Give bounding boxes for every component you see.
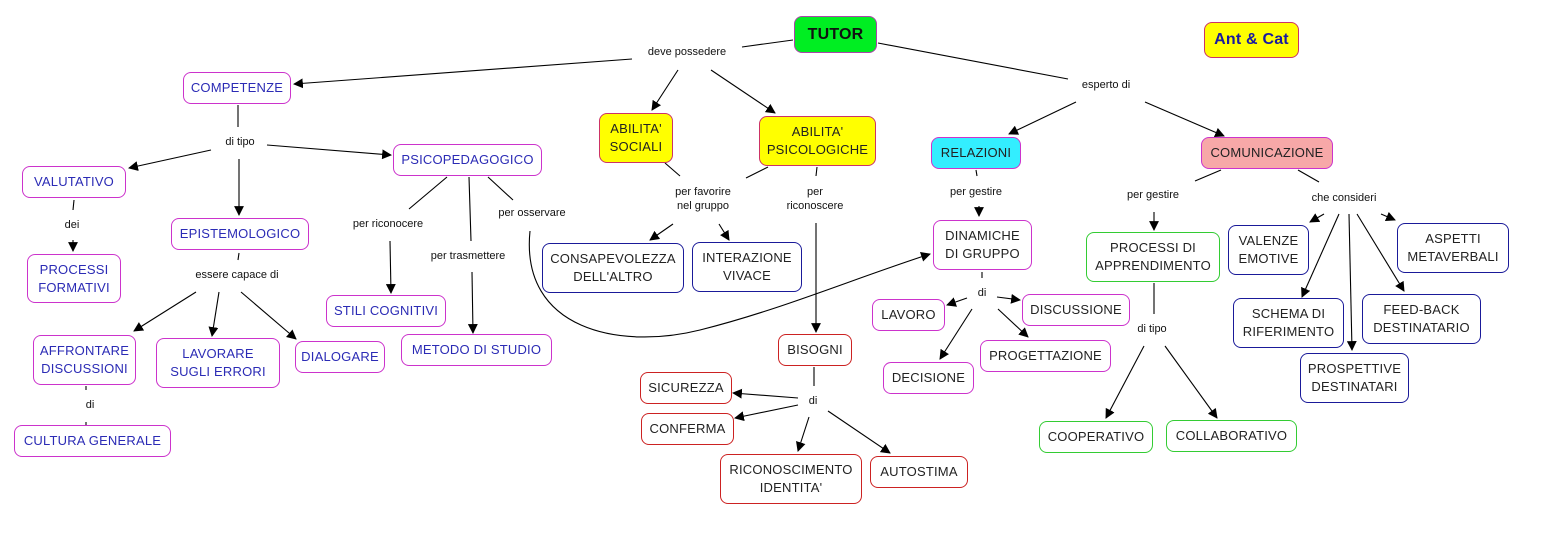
node-lavorare-sugli-errori[interactable]: LAVORARE SUGLI ERRORI <box>156 338 280 388</box>
connector-arrow <box>732 388 799 399</box>
connector-arrow <box>1346 213 1357 351</box>
node-riconoscimento-identita[interactable]: RICONOSCIMENTO IDENTITA' <box>720 454 862 504</box>
link-label-per-trasmettere: per trasmettere <box>430 249 506 263</box>
connector-arrow <box>939 308 973 360</box>
connector-line <box>487 176 514 201</box>
connector-arrow <box>997 308 1029 338</box>
link-label-deve-possedere: deve possedere <box>647 45 727 59</box>
node-epistemologico[interactable]: EPISTEMOLOGICO <box>171 218 309 250</box>
node-authors[interactable]: Ant & Cat <box>1204 22 1299 58</box>
connector-arrow <box>385 240 396 294</box>
node-valutativo[interactable]: VALUTATIVO <box>22 166 126 198</box>
node-aspetti-metaverbali[interactable]: ASPETTI METAVERBALI <box>1397 223 1509 273</box>
node-metodo-di-studio[interactable]: METODO DI STUDIO <box>401 334 552 366</box>
node-interazione-vivace[interactable]: INTERAZIONE VIVACE <box>692 242 802 292</box>
connector-line <box>664 162 681 177</box>
node-relazioni[interactable]: RELAZIONI <box>931 137 1021 169</box>
connector-line <box>877 42 1069 80</box>
connector-arrow <box>827 410 891 454</box>
node-psicopedagogico[interactable]: PSICOPEDAGOGICO <box>393 144 542 176</box>
link-label-di-tipo: di tipo <box>225 135 255 149</box>
link-label-per-gestire-comunicazione: per gestire <box>1127 188 1179 202</box>
connector-arrow <box>1356 213 1405 292</box>
link-label-di: di <box>85 398 95 412</box>
connector-arrow <box>734 404 799 422</box>
node-consapevolezza-altro[interactable]: CONSAPEVOLEZZA DELL'ALTRO <box>542 243 684 293</box>
link-label-per-riconocere: per riconocere <box>352 217 424 231</box>
link-label-dei: dei <box>64 218 80 232</box>
node-discussione[interactable]: DISCUSSIONE <box>1022 294 1130 326</box>
link-label-di-tipo-apprendimento: di tipo <box>1137 322 1167 336</box>
connector-curve <box>528 230 931 338</box>
node-processi-apprendimento[interactable]: PROCESSI DI APPRENDIMENTO <box>1086 232 1220 282</box>
node-schema-di-riferimento[interactable]: SCHEMA DI RIFERIMENTO <box>1233 298 1344 348</box>
connector-arrow <box>133 291 197 332</box>
node-conferma[interactable]: CONFERMA <box>641 413 734 445</box>
connector-line <box>745 166 769 179</box>
link-label-che-consideri: che consideri <box>1311 191 1377 205</box>
node-prospettive-destinatari[interactable]: PROSPETTIVE DESTINATARI <box>1300 353 1409 403</box>
link-label-essere-capace-di: essere capace di <box>195 268 279 282</box>
node-progettazione[interactable]: PROGETTAZIONE <box>980 340 1111 372</box>
link-label-per-riconoscere: per riconoscere <box>786 185 844 213</box>
connector-arrow <box>266 144 392 160</box>
node-lavoro[interactable]: LAVORO <box>872 299 945 331</box>
connector-line <box>72 199 75 211</box>
node-cooperativo[interactable]: COOPERATIVO <box>1039 421 1153 453</box>
connector-line <box>468 176 472 242</box>
node-affrontare-discussioni[interactable]: AFFRONTARE DISCUSSIONI <box>33 335 136 385</box>
connector-arrow <box>1309 213 1325 223</box>
node-collaborativo[interactable]: COLLABORATIVO <box>1166 420 1297 452</box>
node-dinamiche-di-gruppo[interactable]: DINAMICHE DI GRUPPO <box>933 220 1032 270</box>
link-label-di-dinamiche: di <box>977 286 987 300</box>
connector-arrow <box>240 291 297 340</box>
link-label-esperto-di: esperto di <box>1081 78 1131 92</box>
node-valenze-emotive[interactable]: VALENZE EMOTIVE <box>1228 225 1309 275</box>
node-decisione[interactable]: DECISIONE <box>883 362 974 394</box>
connector-line <box>1194 169 1222 182</box>
connector-arrow <box>128 149 212 171</box>
link-label-per-osservare: per osservare <box>498 206 566 220</box>
connector-arrow <box>467 271 478 334</box>
connector-arrow <box>996 293 1021 304</box>
link-label-per-favorire: per favorire nel gruppo <box>675 185 731 213</box>
connector-line <box>975 169 978 177</box>
node-dialogare[interactable]: DIALOGARE <box>295 341 385 373</box>
connector-arrow <box>1164 345 1218 419</box>
connector-line <box>408 176 448 210</box>
link-label-per-gestire-relazioni: per gestire <box>950 185 1002 199</box>
node-autostima[interactable]: AUTOSTIMA <box>870 456 968 488</box>
connector-arrow <box>710 69 776 114</box>
connector-arrow <box>649 223 674 241</box>
connector-arrow <box>718 223 730 241</box>
node-processi-formativi[interactable]: PROCESSI FORMATIVI <box>27 254 121 303</box>
connector-arrow <box>651 69 679 111</box>
connector-line <box>237 252 240 261</box>
node-tutor[interactable]: TUTOR <box>794 16 877 53</box>
link-label-di-bisogni: di <box>808 394 818 408</box>
node-abilita-psicologiche[interactable]: ABILITA' PSICOLOGICHE <box>759 116 876 166</box>
node-cultura-generale[interactable]: CULTURA GENERALE <box>14 425 171 457</box>
connector-arrow <box>1008 101 1077 135</box>
connector-arrow <box>796 416 810 452</box>
connector-line <box>815 166 818 177</box>
connector-line <box>741 39 794 48</box>
node-bisogni[interactable]: BISOGNI <box>778 334 852 366</box>
connector-arrow <box>1380 211 1396 222</box>
connector-arrow <box>293 58 633 89</box>
node-sicurezza[interactable]: SICUREZZA <box>640 372 732 404</box>
node-abilita-sociali[interactable]: ABILITA' SOCIALI <box>599 113 673 163</box>
connector-arrow <box>1144 101 1225 138</box>
node-feedback-destinatario[interactable]: FEED-BACK DESTINATARIO <box>1362 294 1481 344</box>
node-stili-cognitivi[interactable]: STILI COGNITIVI <box>326 295 446 327</box>
connector-arrow <box>946 297 968 307</box>
node-comunicazione[interactable]: COMUNICAZIONE <box>1201 137 1333 169</box>
connector-arrow <box>1105 345 1145 419</box>
connector-arrow <box>1301 213 1340 298</box>
node-competenze[interactable]: COMPETENZE <box>183 72 291 104</box>
connector-line <box>1297 169 1320 183</box>
connector-arrow <box>208 291 220 337</box>
